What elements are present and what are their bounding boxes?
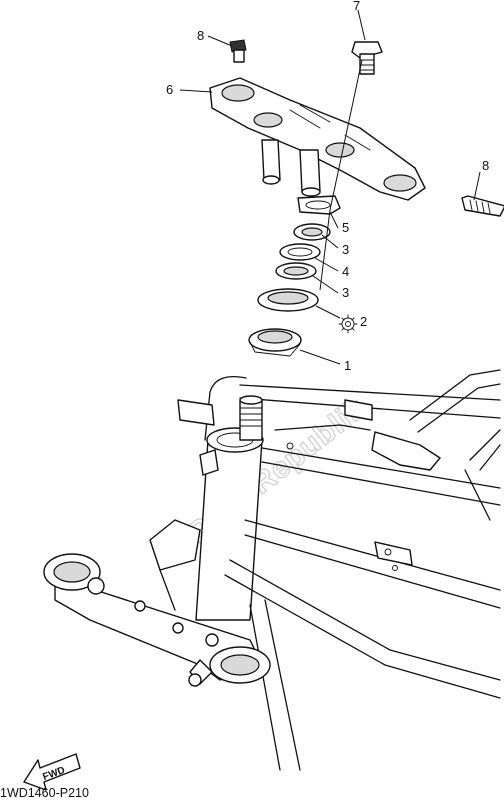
ring-nut-3-lower <box>275 262 317 280</box>
lower-bracket <box>43 519 271 687</box>
lock-washer-4 <box>279 243 321 261</box>
callout-4: 4 <box>342 264 349 279</box>
callout-1: 1 <box>344 358 351 373</box>
bolt-top-7 <box>351 41 383 75</box>
bolt-side-8 <box>461 195 504 217</box>
callout-3-upper: 3 <box>342 242 349 257</box>
fwd-arrow: FWD <box>23 753 81 791</box>
callout-2: 2 <box>360 314 367 329</box>
callout-5: 5 <box>342 220 349 235</box>
upper-bracket <box>209 77 426 201</box>
leader-lines <box>179 9 481 365</box>
callout-6: 6 <box>166 82 173 97</box>
bearing-1 <box>248 328 302 357</box>
frame <box>177 369 501 771</box>
washer-5 <box>297 195 341 215</box>
ring-nut-3-upper <box>293 223 331 241</box>
callout-8-top: 8 <box>197 28 204 43</box>
callout-3-lower: 3 <box>342 285 349 300</box>
bolt-small-8 <box>229 39 247 63</box>
steering-stem <box>239 395 263 441</box>
diagram-code: 1WD1460-P210 <box>0 786 89 800</box>
dust-seal-2 <box>257 288 319 312</box>
callout-7: 7 <box>353 0 360 13</box>
gear-icon <box>338 314 358 334</box>
callout-8-side: 8 <box>482 158 489 173</box>
